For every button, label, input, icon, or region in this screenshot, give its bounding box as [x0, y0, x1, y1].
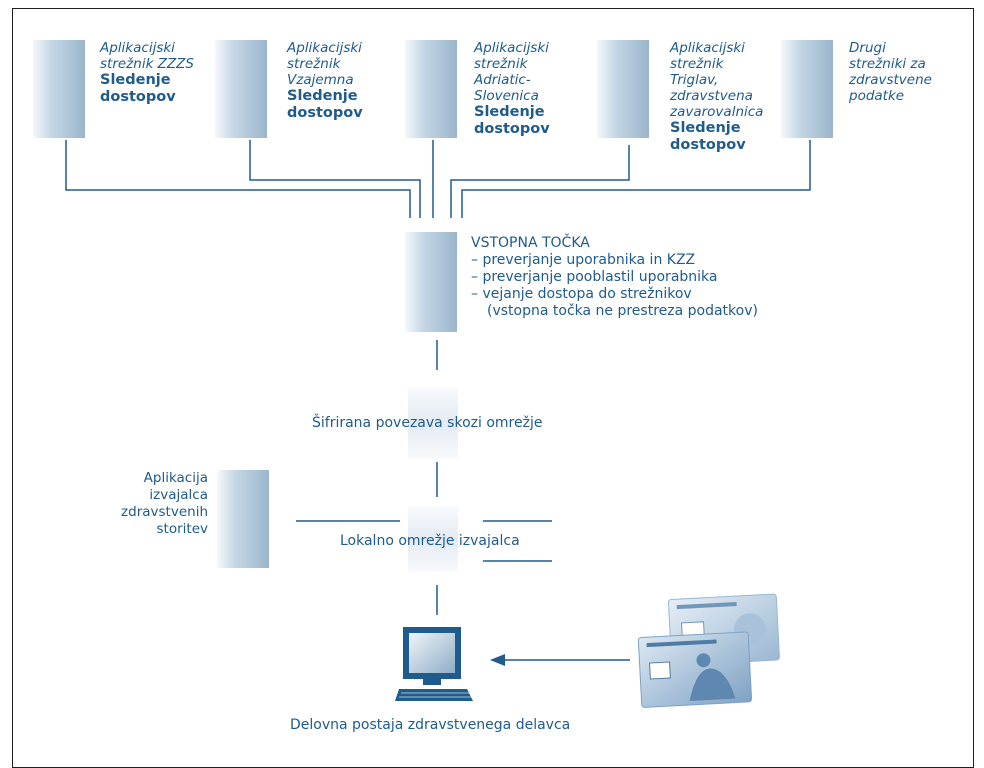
label-line: dostopov: [100, 89, 176, 105]
label-line: podatke: [849, 88, 905, 104]
provider-app-label: Aplikacija izvajalca zdravstvenih storit…: [112, 470, 208, 538]
server-zzzs-icon: [33, 40, 85, 138]
label-line: Vzajemna: [287, 72, 354, 88]
label-line: Sledenje: [287, 88, 358, 104]
entry-point-item: – preverjanje pooblastil uporabnika: [471, 269, 718, 285]
provider-app-server-icon: [217, 470, 269, 568]
server-vzajemna-icon: [215, 40, 267, 138]
server-adriatic-icon: [405, 40, 457, 138]
entry-point-server-icon: [405, 232, 457, 332]
entry-point-title: VSTOPNA TOČKA: [471, 235, 590, 251]
label-line: zavarovalnica: [670, 104, 764, 120]
label-line: strežnik: [474, 56, 528, 72]
entry-point-description: VSTOPNA TOČKA – preverjanje uporabnika i…: [471, 235, 758, 320]
label-line: strežnik: [670, 56, 724, 72]
label-line: dostopov: [670, 137, 746, 153]
server-triglav-icon: [597, 40, 649, 138]
label-line: Sledenje: [100, 72, 171, 88]
encrypted-network-icon: [408, 387, 458, 459]
label-line: zdravstvenih: [121, 504, 208, 520]
server-vzajemna-label: Aplikacijski strežnik Vzajemna Sledenje …: [287, 40, 363, 122]
label-line: Aplikacijski: [474, 40, 549, 56]
label-line: Aplikacijski: [100, 40, 175, 56]
label-line: Sledenje: [474, 104, 545, 120]
local-network-icon: [408, 506, 458, 578]
label-line: dostopov: [287, 105, 363, 121]
server-other-label: Drugi strežniki za zdravstvene podatke: [849, 40, 932, 104]
label-line: Slovenica: [474, 88, 539, 104]
entry-point-item: (vstopna točka ne prestreza podatkov): [487, 303, 758, 319]
label-line: strežnik: [287, 56, 341, 72]
server-triglav-label: Aplikacijski strežnik Triglav, zdravstve…: [670, 40, 763, 154]
label-line: Drugi: [849, 40, 886, 56]
entry-point-item: – vejanje dostopa do strežnikov: [471, 286, 692, 302]
label-line: strežnik ZZZS: [100, 56, 194, 72]
label-line: Aplikacijski: [287, 40, 362, 56]
label-line: storitev: [156, 521, 208, 537]
label-line: zdravstvene: [849, 72, 932, 88]
encrypted-link-label: Šifrirana povezava skozi omrežje: [312, 415, 543, 431]
workstation-computer-icon: [395, 627, 473, 701]
label-line: dostopov: [474, 121, 550, 137]
server-adriatic-label: Aplikacijski strežnik Adriatic- Slovenic…: [474, 40, 550, 138]
local-network-label: Lokalno omrežje izvajalca: [340, 533, 520, 549]
entry-point-item: – preverjanje uporabnika in KZZ: [471, 252, 696, 268]
label-line: Adriatic-: [474, 72, 531, 88]
label-line: Sledenje: [670, 120, 741, 136]
health-insurance-cards-illustration: [638, 593, 780, 708]
label-line: Aplikacija: [143, 470, 208, 486]
workstation-label: Delovna postaja zdravstvenega delavca: [290, 717, 571, 733]
server-zzzs-label: Aplikacijski strežnik ZZZS Sledenje dost…: [100, 40, 194, 106]
label-line: Aplikacijski: [670, 40, 745, 56]
label-line: Triglav,: [670, 72, 719, 88]
connector-lines: [65, 140, 811, 666]
label-line: strežniki za: [849, 56, 926, 72]
label-line: izvajalca: [149, 487, 208, 503]
server-other-icon: [781, 40, 833, 138]
label-line: zdravstvena: [670, 88, 753, 104]
